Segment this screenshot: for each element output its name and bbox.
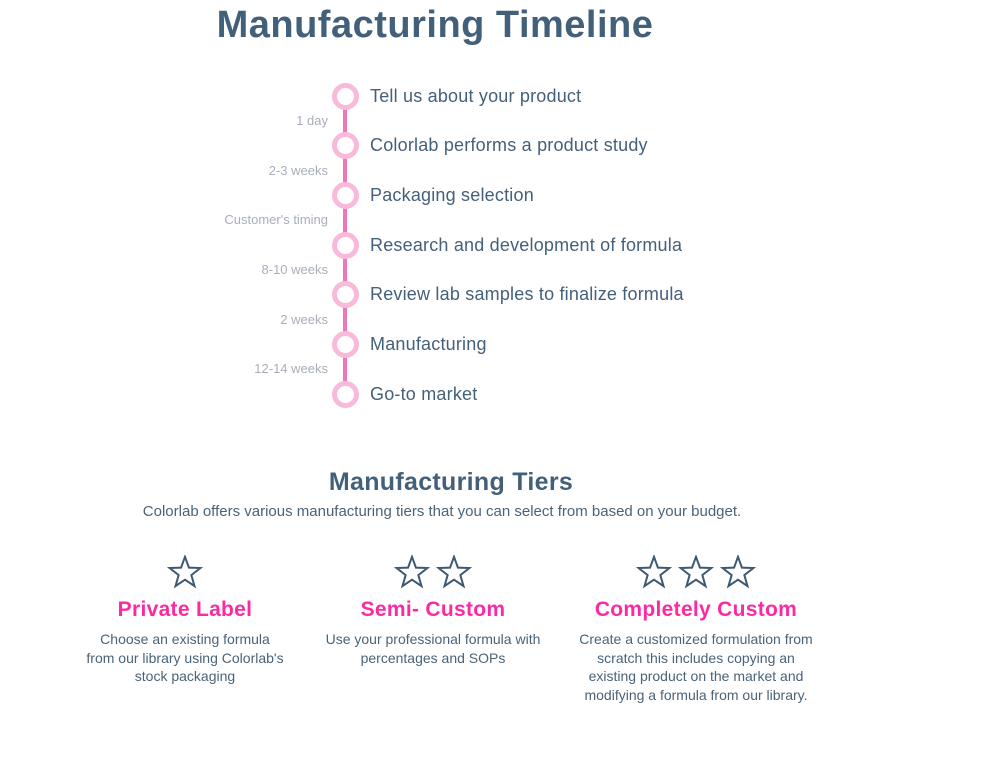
timeline-duration-label: 2-3 weeks <box>268 162 328 178</box>
timeline-step-label: Research and development of formula <box>370 234 683 255</box>
timeline-step-label: Go-to market <box>370 383 478 404</box>
star-icon <box>436 555 472 589</box>
tier-semi-custom: Semi- Custom Use your professional formu… <box>311 555 555 667</box>
star-rating <box>85 555 285 593</box>
timeline-duration-label: Customer's timing <box>224 212 328 228</box>
tier-completely-custom: Completely Custom Create a customized fo… <box>574 555 818 704</box>
tiers-section-subtitle: Colorlab offers various manufacturing ti… <box>142 503 742 520</box>
timeline-step-label: Colorlab performs a product study <box>370 135 648 156</box>
timeline-step: Colorlab performs a product study <box>332 132 648 160</box>
star-icon <box>678 555 714 589</box>
page-title: Manufacturing Timeline <box>216 4 654 46</box>
timeline-node-icon <box>332 281 359 309</box>
timeline-node-icon <box>332 82 359 110</box>
timeline-step: Manufacturing <box>332 331 487 358</box>
star-icon <box>167 555 203 589</box>
timeline-step-label: Tell us about your product <box>370 85 582 106</box>
tier-name: Semi- Custom <box>360 598 506 621</box>
star-icon <box>636 555 672 589</box>
timeline-duration-label: 2 weeks <box>280 311 328 327</box>
timeline-node-icon <box>332 231 359 259</box>
star-rating <box>311 555 555 593</box>
timeline-node-icon <box>332 181 359 209</box>
tier-description: Create a customized formulation from scr… <box>579 631 813 703</box>
tier-name: Completely Custom <box>594 598 798 621</box>
timeline-node-icon <box>332 331 359 358</box>
timeline-step: Go-to market <box>332 380 478 408</box>
timeline-duration-label: 8-10 weeks <box>261 261 328 277</box>
tier-description: Use your professional formula with perce… <box>325 631 541 666</box>
tier-description: Choose an existing formula from our libr… <box>86 631 284 684</box>
star-rating <box>574 555 818 593</box>
timeline-node-icon <box>332 380 359 408</box>
timeline-step: Research and development of formula <box>332 231 683 259</box>
timeline-step: Packaging selection <box>332 181 534 209</box>
timeline-step: Review lab samples to finalize formula <box>332 281 684 309</box>
timeline-duration-label: 1 day <box>296 112 328 128</box>
timeline-step-label: Manufacturing <box>370 334 487 354</box>
tiers-section-title: Manufacturing Tiers <box>328 468 574 496</box>
star-icon <box>394 555 430 589</box>
timeline-duration-label: 12-14 weeks <box>254 361 328 377</box>
star-icon <box>720 555 756 589</box>
timeline-step-label: Review lab samples to finalize formula <box>370 284 684 305</box>
tier-name: Private Label <box>117 598 253 621</box>
timeline-node-icon <box>332 132 359 160</box>
timeline-step: Tell us about your product <box>332 82 582 110</box>
timeline-step-label: Packaging selection <box>370 184 534 205</box>
tier-private-label: Private Label Choose an existing formula… <box>85 555 285 686</box>
